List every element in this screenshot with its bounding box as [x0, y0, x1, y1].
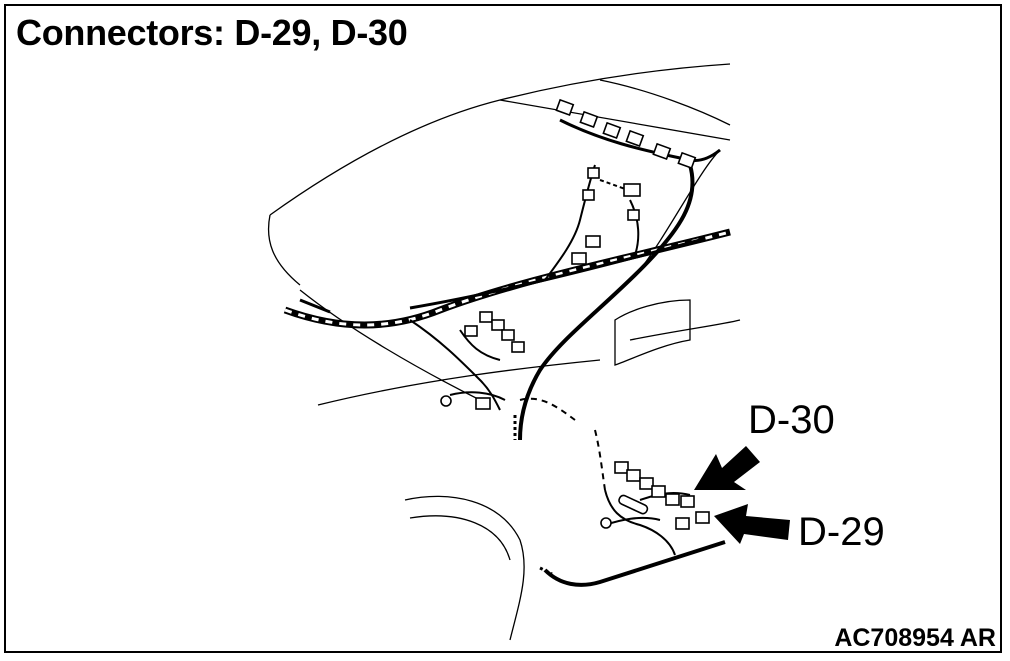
connector-group-top	[555, 98, 697, 265]
page-title: Connectors: D-29, D-30	[16, 12, 408, 53]
figure-id: AC708954 AR	[834, 624, 996, 652]
cross-car-harness	[283, 228, 731, 329]
arrow-d30	[694, 446, 760, 490]
connector-d30	[680, 495, 695, 508]
label-d30: D-30	[748, 398, 835, 442]
connector-group-left	[440, 311, 525, 410]
car-body-outline	[267, 63, 741, 641]
arrow-d29	[714, 504, 790, 544]
main-harness	[409, 118, 726, 587]
connector-d29	[695, 511, 710, 524]
callout-arrows	[694, 446, 790, 544]
label-d29: D-29	[798, 510, 885, 554]
connector-group-lower	[600, 461, 710, 530]
